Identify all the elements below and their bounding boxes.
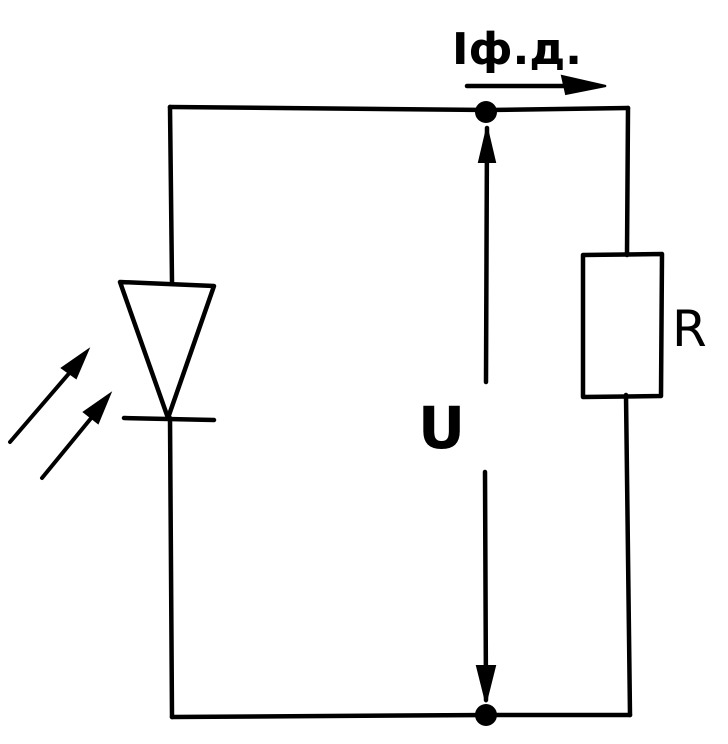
diode-bar	[121, 415, 217, 423]
voltage-arrow-lower-line	[482, 469, 489, 703]
voltage-arrow-down-head	[475, 665, 497, 703]
top-wire	[167, 104, 631, 113]
voltage-label: U	[418, 394, 465, 462]
voltage-arrow-up-head	[477, 127, 497, 163]
left-wire-lower	[167, 415, 175, 720]
current-label: Iф.д.	[452, 24, 582, 75]
resistor-body	[580, 251, 665, 400]
light-arrows	[8, 347, 113, 480]
voltage-arrow-upper-line	[483, 125, 490, 385]
circuit-nodes	[475, 101, 497, 726]
left-wire-upper	[167, 104, 175, 285]
resistor	[580, 251, 665, 400]
current-arrow	[464, 74, 607, 96]
diode-triangle	[117, 279, 217, 421]
node-top	[475, 101, 497, 123]
node-bottom	[475, 704, 497, 726]
right-wire-upper	[624, 105, 631, 258]
circuit-wires	[167, 104, 633, 720]
photodiode	[117, 279, 217, 423]
resistor-label: R	[672, 300, 707, 358]
current-arrow-head	[560, 74, 607, 96]
bottom-wire	[169, 712, 633, 720]
voltage-arrow	[475, 125, 497, 703]
light-arrow-icon	[40, 391, 113, 480]
right-wire-lower	[623, 392, 633, 718]
light-arrow-icon	[8, 347, 91, 444]
